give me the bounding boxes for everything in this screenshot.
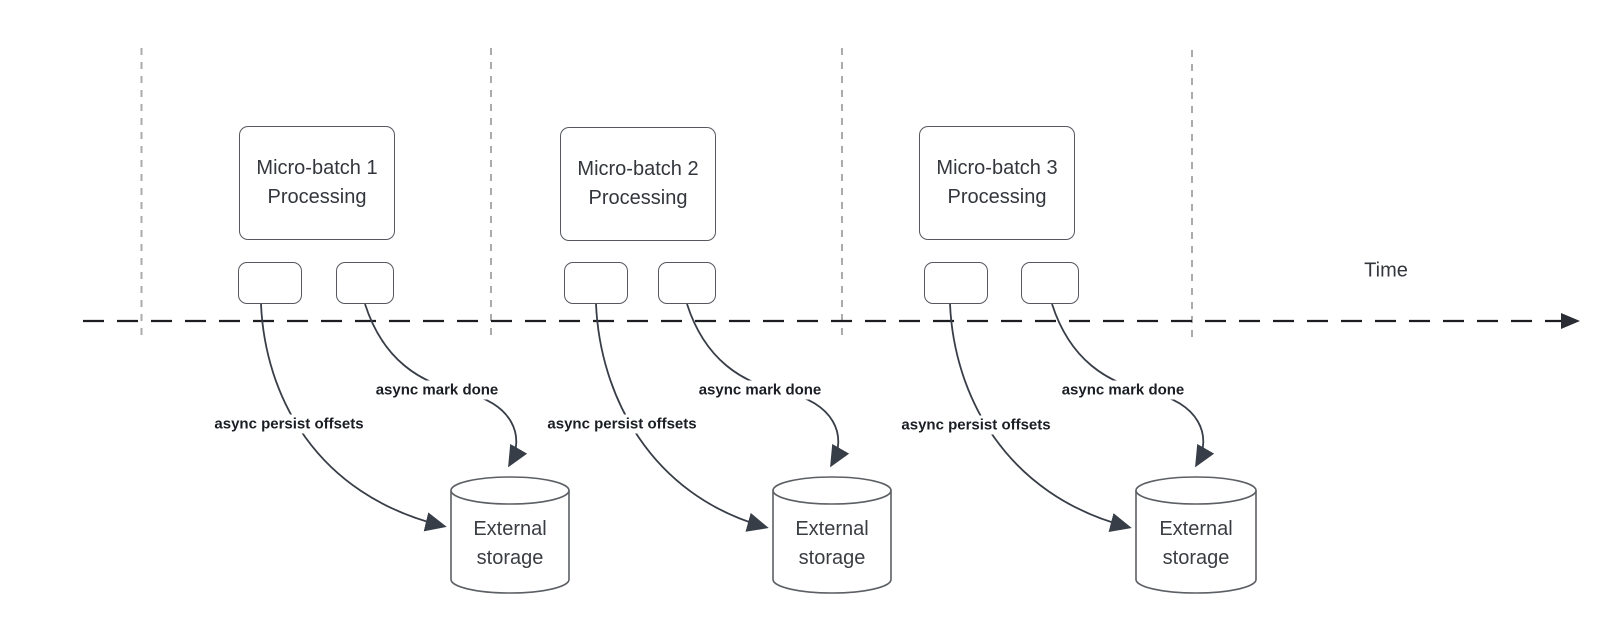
external-storage-cylinder-1 bbox=[450, 476, 570, 594]
persist-offsets-label-1: async persist offsets bbox=[211, 414, 367, 434]
done-task-chip-1 bbox=[336, 262, 394, 304]
micro-batch-2-box: Micro-batch 2 Processing bbox=[560, 127, 716, 241]
micro-batch-1-label-line2: Processing bbox=[267, 186, 367, 208]
done-task-chip-2 bbox=[658, 262, 716, 304]
mark-done-label-1: async mark done bbox=[372, 380, 502, 400]
persist-task-chip-2 bbox=[564, 262, 628, 304]
persist-offsets-arrow-1 bbox=[260, 303, 447, 532]
external-storage-label-3: External storage bbox=[1136, 477, 1256, 594]
external-storage-cylinder-2 bbox=[772, 476, 892, 594]
persist-offsets-arrow-2 bbox=[595, 303, 769, 532]
external-storage-label-3-line2: storage bbox=[1162, 546, 1230, 569]
external-storage-label-2-line2: storage bbox=[798, 546, 866, 569]
external-storage-label-3-line1: External bbox=[1159, 517, 1233, 540]
done-task-chip-3 bbox=[1021, 262, 1079, 304]
micro-batch-2-label-line1: Micro-batch 2 bbox=[577, 158, 699, 180]
micro-batch-3-box: Micro-batch 3 Processing bbox=[919, 126, 1075, 240]
timeline-arrowhead-icon bbox=[1561, 313, 1580, 329]
external-storage-label-2: External storage bbox=[773, 477, 891, 594]
persist-offsets-label-2: async persist offsets bbox=[544, 414, 700, 434]
persist-task-chip-1 bbox=[238, 262, 302, 304]
micro-batch-3-label-line2: Processing bbox=[947, 186, 1047, 208]
micro-batch-3-label-line1: Micro-batch 3 bbox=[936, 157, 1058, 179]
external-storage-label-2-line1: External bbox=[795, 517, 869, 540]
external-storage-cylinder-3 bbox=[1135, 476, 1257, 594]
time-label: Time bbox=[1364, 259, 1408, 282]
external-storage-label-1: External storage bbox=[451, 477, 569, 594]
external-storage-label-1-line2: storage bbox=[476, 546, 544, 569]
persist-offsets-arrow-3 bbox=[949, 303, 1132, 533]
micro-batch-1-label-line1: Micro-batch 1 bbox=[256, 157, 378, 179]
micro-batch-1-box: Micro-batch 1 Processing bbox=[239, 126, 395, 240]
persist-offsets-label-3: async persist offsets bbox=[898, 415, 1054, 435]
mark-done-label-2: async mark done bbox=[695, 380, 825, 400]
micro-batch-2-label-line2: Processing bbox=[588, 187, 688, 209]
external-storage-label-1-line1: External bbox=[473, 517, 547, 540]
mark-done-label-3: async mark done bbox=[1058, 380, 1188, 400]
persist-task-chip-3 bbox=[924, 262, 988, 304]
